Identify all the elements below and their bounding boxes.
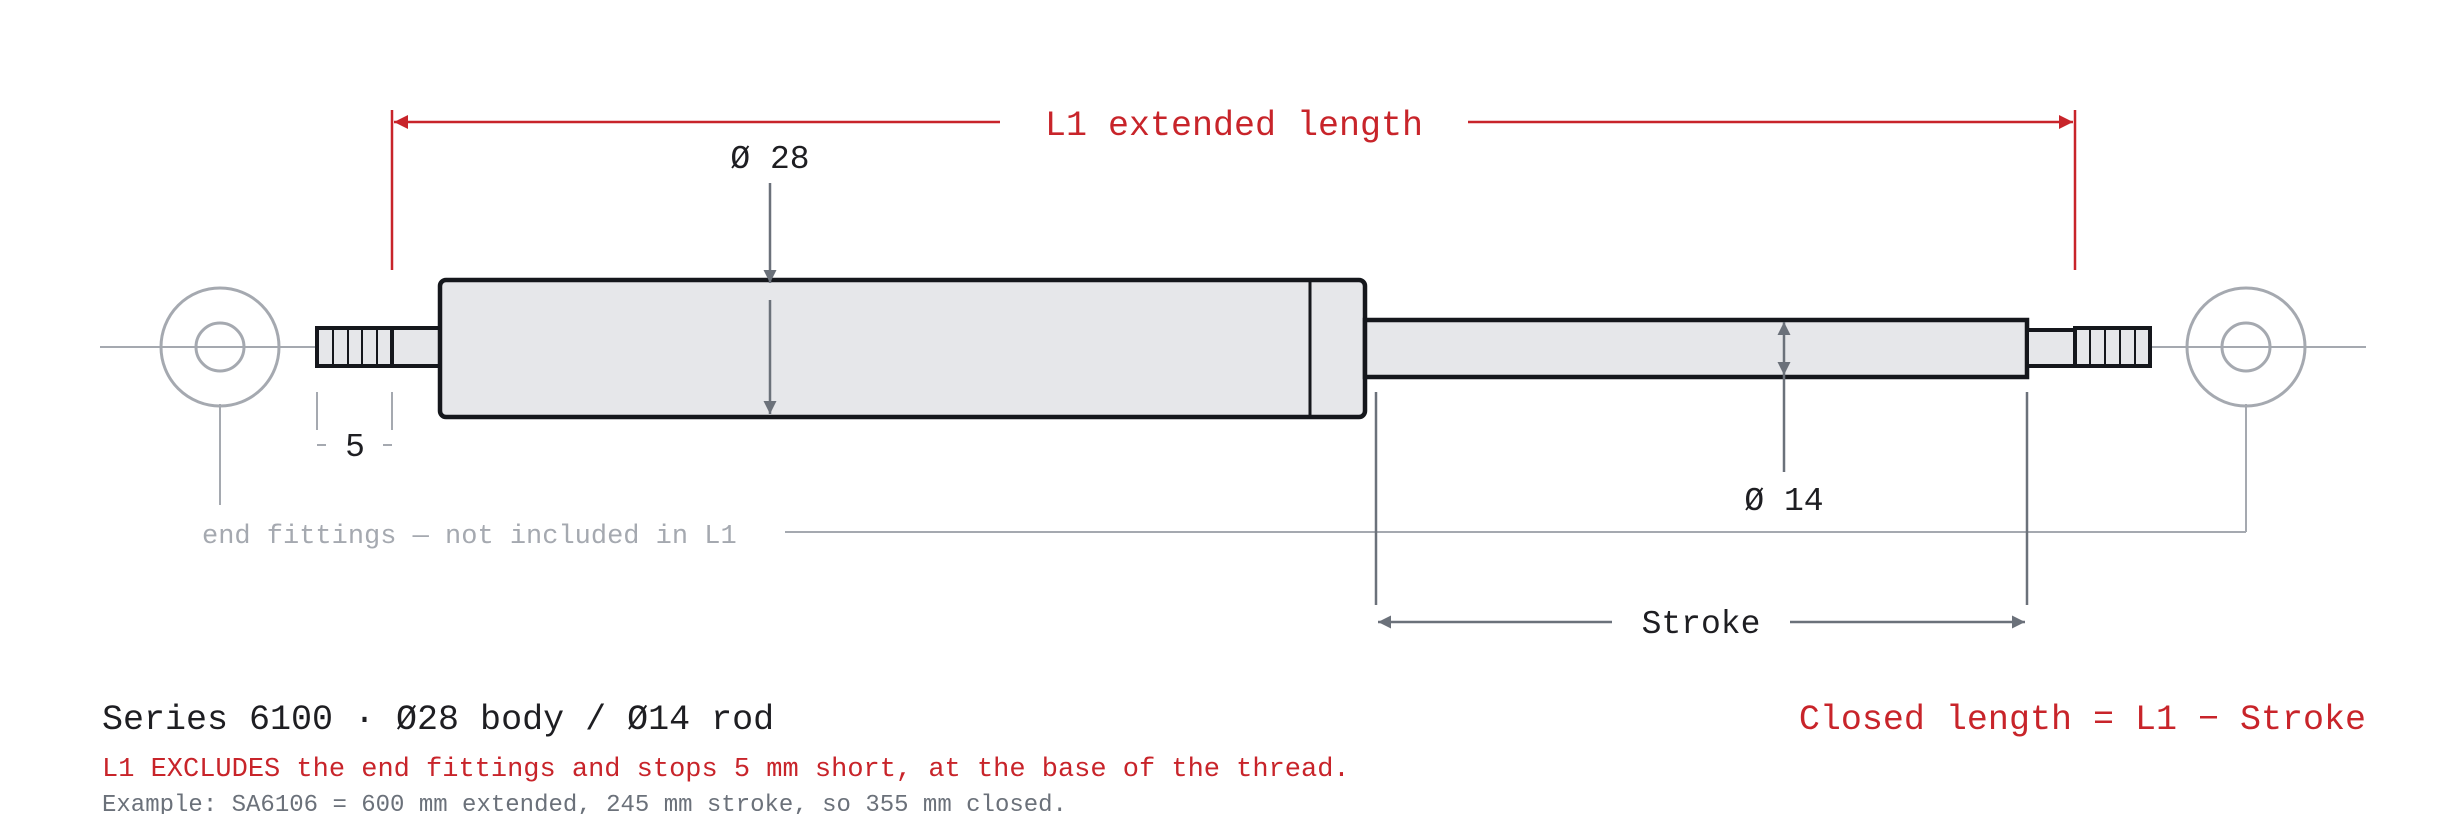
piston-rod [1362, 317, 2030, 380]
l1-label: L1 extended length [1045, 106, 1423, 146]
thread-length-label: 5 [345, 429, 365, 466]
body-diameter-dimension: Ø 28 [730, 141, 810, 414]
stroke-dimension: Stroke [1374, 392, 2029, 643]
end-fittings-note: end fittings — not included in L1 [202, 522, 737, 552]
example-note: Example: SA6106 = 600 mm extended, 245 m… [102, 792, 1067, 814]
end-fittings-leader: end fittings — not included in L1 [202, 404, 2247, 552]
closed-length-formula: Closed length = L1 − Stroke [1799, 700, 2366, 740]
body-diameter-label: Ø 28 [730, 141, 809, 178]
l1-dimension: L1 extended length [390, 106, 2077, 270]
right-thread [2025, 326, 2152, 368]
thread-length-dimension: 5 [316, 392, 393, 466]
cylinder-body [437, 277, 1368, 420]
right-end-fitting [2150, 286, 2366, 408]
left-thread [315, 326, 442, 368]
left-end-fitting [100, 286, 340, 408]
rod-diameter-dimension: Ø 14 [1744, 322, 1824, 520]
rod-diameter-label: Ø 14 [1744, 483, 1823, 520]
series-title: Series 6100 · Ø28 body / Ø14 rod [102, 700, 774, 740]
l1-exclusion-note: L1 EXCLUDES the end fittings and stops 5… [102, 755, 1350, 785]
stroke-label: Stroke [1642, 606, 1761, 643]
